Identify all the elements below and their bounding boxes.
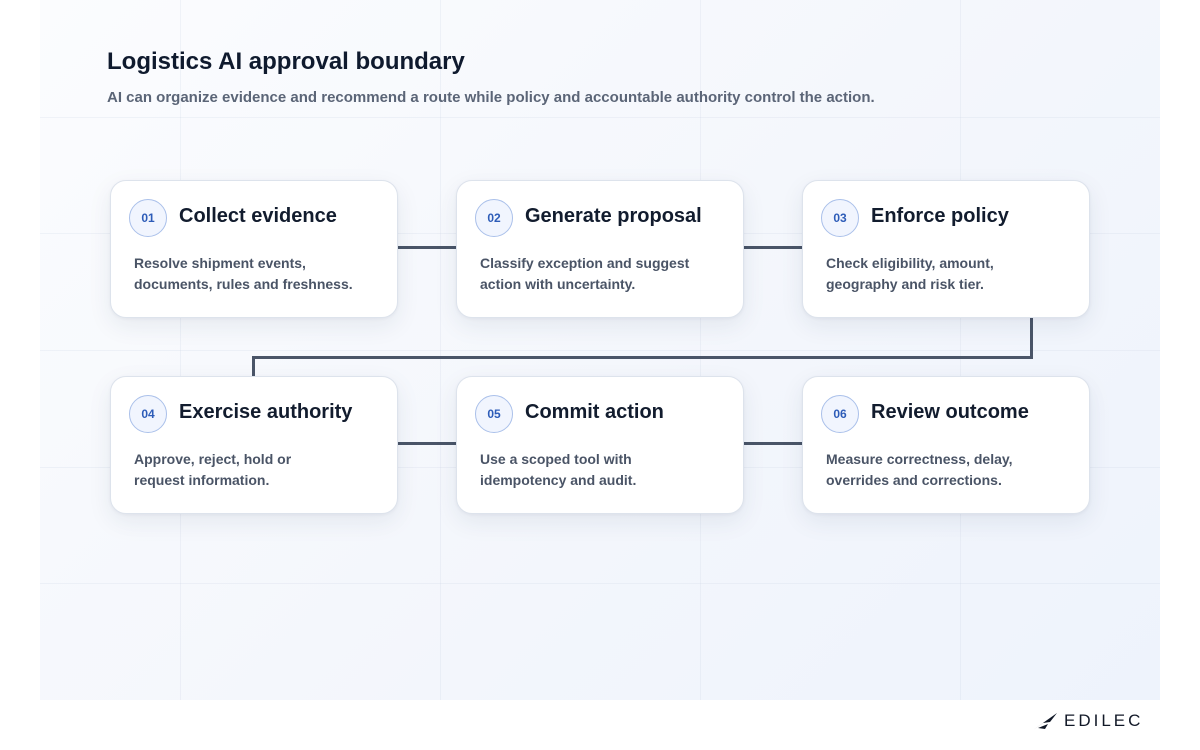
- step-number-badge: 04: [129, 395, 167, 433]
- connector-04-up: [252, 356, 255, 377]
- grid-line: [40, 117, 1160, 118]
- edilec-mark-icon: [1033, 713, 1057, 730]
- step-description: Measure correctness, delay,overrides and…: [826, 451, 1013, 488]
- background-panel: [40, 0, 1160, 700]
- step-description: Resolve shipment events,documents, rules…: [134, 255, 353, 292]
- step-title: Exercise authority: [179, 401, 353, 423]
- connector-02-03: [744, 246, 802, 249]
- brand-logo: EDILEC: [1032, 711, 1143, 731]
- connector-04-05: [398, 442, 456, 445]
- step-number-badge: 01: [129, 199, 167, 237]
- grid-line: [40, 583, 1160, 584]
- step-title: Collect evidence: [179, 205, 337, 227]
- step-number-badge: 06: [821, 395, 859, 433]
- grid-line: [40, 350, 1160, 351]
- connector-03-down: [1030, 317, 1033, 359]
- step-card-enforce-policy: 03 Enforce policy Check eligibility, amo…: [802, 180, 1090, 318]
- step-card-exercise-authority: 04 Exercise authority Approve, reject, h…: [110, 376, 398, 514]
- step-number-badge: 05: [475, 395, 513, 433]
- step-card-generate-proposal: 02 Generate proposal Classify exception …: [456, 180, 744, 318]
- brand-wordmark: EDILEC: [1064, 711, 1144, 730]
- grid-line: [180, 0, 181, 700]
- page-title: Logistics AI approval boundary: [107, 48, 465, 75]
- grid-line: [700, 0, 701, 700]
- step-number-badge: 02: [475, 199, 513, 237]
- step-title: Enforce policy: [871, 205, 1009, 227]
- step-description: Check eligibility, amount,geography and …: [826, 255, 994, 292]
- step-title: Commit action: [525, 401, 664, 423]
- connector-01-02: [398, 246, 456, 249]
- step-card-review-outcome: 06 Review outcome Measure correctness, d…: [802, 376, 1090, 514]
- step-card-collect-evidence: 01 Collect evidence Resolve shipment eve…: [110, 180, 398, 318]
- page-subtitle: AI can organize evidence and recommend a…: [107, 89, 875, 106]
- step-number-badge: 03: [821, 199, 859, 237]
- step-title: Generate proposal: [525, 205, 702, 227]
- grid-line: [960, 0, 961, 700]
- step-title: Review outcome: [871, 401, 1029, 423]
- connector-05-06: [744, 442, 802, 445]
- connector-03-04: [252, 356, 1033, 359]
- grid-line: [440, 0, 441, 700]
